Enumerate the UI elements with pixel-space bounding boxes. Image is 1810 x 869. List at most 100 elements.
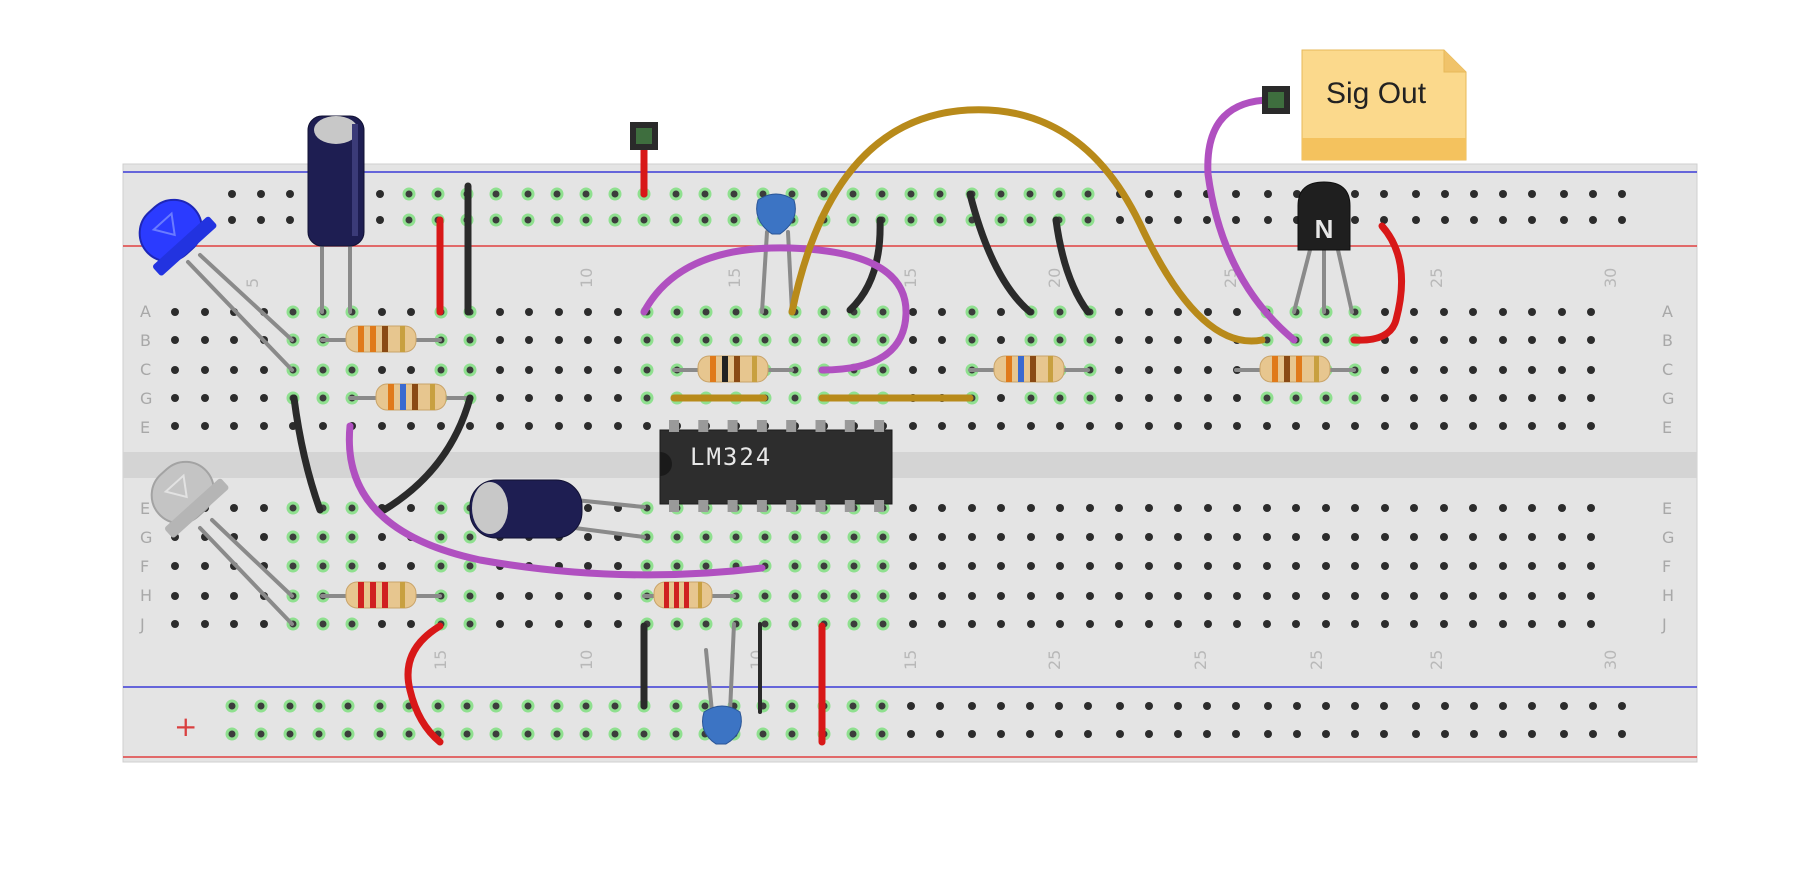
col-label-bottom: 25 — [1307, 650, 1326, 670]
breadboard-hole — [997, 504, 1005, 512]
breadboard-hole — [228, 190, 236, 198]
breadboard-hole — [584, 620, 592, 628]
breadboard-hole — [936, 702, 944, 710]
breadboard-hole — [1053, 391, 1067, 405]
breadboard-hole — [376, 190, 384, 198]
transistor-lead — [1336, 248, 1354, 314]
breadboard-hole — [378, 422, 386, 430]
breadboard-hole — [669, 213, 683, 227]
breadboard-hole — [171, 366, 179, 374]
wire-black — [380, 394, 474, 514]
wire-gold — [788, 106, 1266, 345]
breadboard-hole — [171, 592, 179, 600]
col-label-bottom: 10 — [747, 650, 766, 670]
breadboard-hole — [1232, 702, 1240, 710]
breadboard-hole — [1589, 702, 1597, 710]
breadboard-hole — [938, 562, 946, 570]
breadboard-hole — [1023, 187, 1037, 201]
breadboard-hole — [1264, 190, 1272, 198]
breadboard-hole — [817, 559, 831, 573]
breadboard-hole — [1083, 391, 1097, 405]
breadboard-hole — [1204, 336, 1212, 344]
breadboard-hole — [1289, 391, 1303, 405]
breadboard-hole — [1381, 620, 1389, 628]
breadboard-hole — [1232, 216, 1240, 224]
breadboard-hole — [997, 702, 1005, 710]
col-label-bottom: 15 — [431, 650, 450, 670]
breadboard-hole — [345, 617, 359, 631]
breadboard-hole — [1233, 592, 1241, 600]
breadboard-hole — [938, 336, 946, 344]
breadboard-hole — [1174, 366, 1182, 374]
breadboard-hole — [171, 336, 179, 344]
breadboard-hole — [1232, 190, 1240, 198]
breadboard-hole — [555, 336, 563, 344]
probe-pin — [630, 122, 658, 150]
breadboard-hole — [378, 366, 386, 374]
breadboard-hole — [1084, 702, 1092, 710]
breadboard-hole — [614, 336, 622, 344]
breadboard-hole — [817, 530, 831, 544]
breadboard-hole — [1115, 336, 1123, 344]
breadboard-hole — [1528, 216, 1536, 224]
breadboard-hole — [1499, 562, 1507, 570]
breadboard-hole — [525, 620, 533, 628]
breadboard-hole — [1558, 336, 1566, 344]
breadboard-hole — [1380, 730, 1388, 738]
breadboard-hole — [1204, 562, 1212, 570]
breadboard-hole — [312, 699, 326, 713]
breadboard-hole — [1322, 504, 1330, 512]
breadboard-hole — [758, 589, 772, 603]
breadboard-hole — [1322, 533, 1330, 541]
breadboard-hole — [1587, 308, 1595, 316]
breadboard-hole — [997, 394, 1005, 402]
breadboard-hole — [1086, 533, 1094, 541]
breadboard-hole — [1470, 730, 1478, 738]
breadboard-hole — [1174, 336, 1182, 344]
breadboard-hole — [1528, 422, 1536, 430]
breadboard-hole — [260, 366, 268, 374]
breadboard-hole — [1233, 308, 1241, 316]
breadboard-hole — [1528, 394, 1536, 402]
breadboard-hole — [788, 617, 802, 631]
breadboard-hole — [938, 620, 946, 628]
breadboard-hole — [997, 730, 1005, 738]
ic-pin — [874, 500, 885, 512]
breadboard-hole — [489, 213, 503, 227]
breadboard-hole — [968, 702, 976, 710]
breadboard-hole — [584, 366, 592, 374]
breadboard-hole — [1174, 730, 1182, 738]
breadboard-hole — [584, 592, 592, 600]
breadboard-hole — [283, 699, 297, 713]
breadboard-hole — [230, 394, 238, 402]
breadboard-hole — [521, 727, 535, 741]
breadboard-hole — [968, 592, 976, 600]
row-label-c-right: C — [1662, 360, 1673, 379]
breadboard-hole — [1053, 333, 1067, 347]
breadboard-hole — [378, 308, 386, 316]
breadboard-hole — [228, 216, 236, 224]
breadboard-hole — [1322, 562, 1330, 570]
breadboard-hole — [1587, 366, 1595, 374]
breadboard-hole — [1440, 620, 1448, 628]
breadboard-hole — [171, 422, 179, 430]
breadboard-hole — [1233, 620, 1241, 628]
breadboard-hole — [1083, 333, 1097, 347]
breadboard-hole — [1469, 366, 1477, 374]
ic-pin — [815, 500, 826, 512]
breadboard-hole — [201, 394, 209, 402]
breadboard-hole — [1499, 394, 1507, 402]
breadboard-hole — [1380, 216, 1388, 224]
transistor-npn: N — [1297, 181, 1351, 251]
breadboard-hole — [640, 391, 654, 405]
wire-red — [1350, 222, 1406, 344]
breadboard-hole — [431, 699, 445, 713]
ic-pin — [669, 420, 679, 432]
breadboard-hole — [584, 422, 592, 430]
breadboard-hole — [1145, 592, 1153, 600]
breadboard-hole — [876, 559, 890, 573]
breadboard-hole — [1145, 504, 1153, 512]
breadboard-hole — [1174, 702, 1182, 710]
breadboard-hole — [316, 391, 330, 405]
